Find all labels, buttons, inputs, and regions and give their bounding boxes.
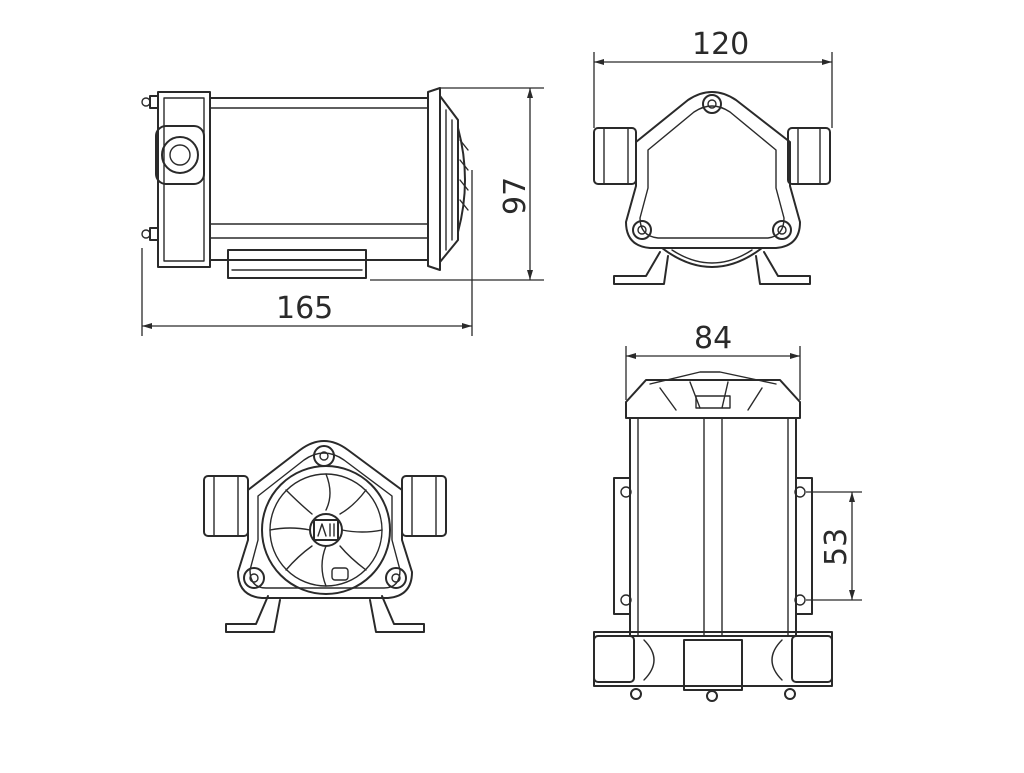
dimension-length: 165 <box>141 170 473 336</box>
dimension-height-label: 97 <box>498 177 533 215</box>
dimension-top-width-label: 84 <box>694 321 732 356</box>
dimension-mount-spacing-label: 53 <box>819 528 854 566</box>
dimension-front-width-label: 120 <box>692 27 749 62</box>
side-port-fitting <box>155 125 205 185</box>
brand-logo-plate <box>313 519 339 541</box>
rear-view <box>203 440 447 633</box>
dimension-height: 97 <box>370 87 544 281</box>
side-view <box>141 87 469 279</box>
top-view <box>593 371 833 702</box>
front-view <box>593 91 831 285</box>
dimension-top-width: 84 <box>625 321 801 400</box>
dimension-mount-spacing: 53 <box>806 491 862 601</box>
dimension-front-width: 120 <box>593 27 833 128</box>
dimension-length-label: 165 <box>276 291 333 326</box>
rear-fan-slots <box>269 473 383 587</box>
